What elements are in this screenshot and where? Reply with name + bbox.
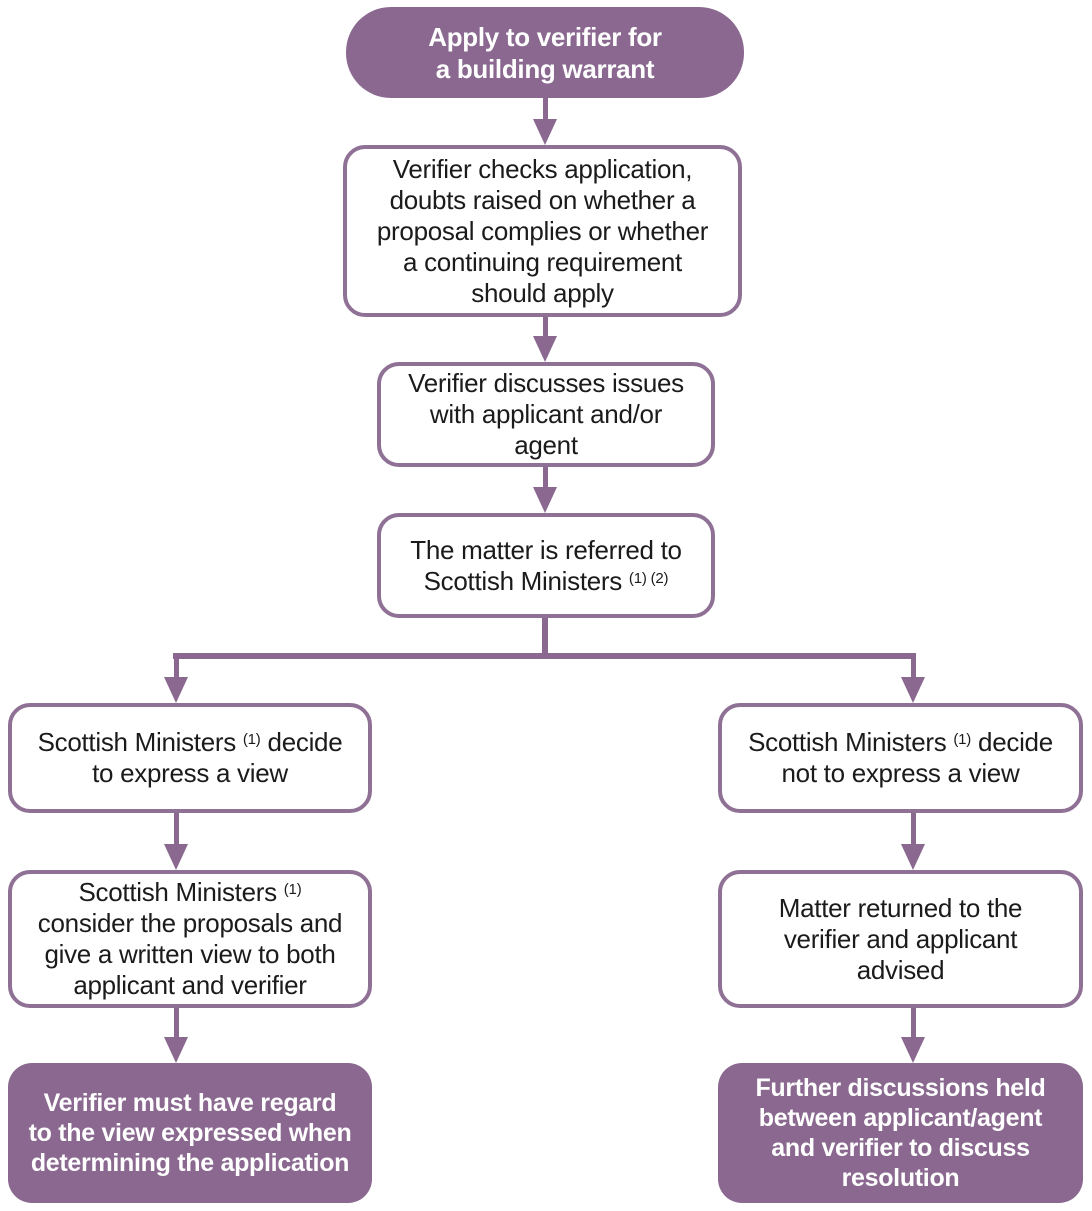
node-text-main: The matter is referred to Scottish Minis… [410,534,682,596]
arrow-head [164,1037,188,1063]
arrow-down-icon [901,813,925,870]
node-text: Verifier discusses issues with applicant… [408,368,684,460]
arrow-down-icon [164,653,188,703]
footnote-marker: (1) [242,731,261,748]
node-text: Verifier checks application, doubts rais… [376,153,709,308]
node-ministers-decide-express-view: Scottish Ministers (1) decide to express… [8,703,372,813]
node-text-main: decide to express a view [92,727,343,788]
footnote-marker: (1) (2) [628,569,669,587]
arrow-head [901,677,925,703]
node-text: Scottish Ministers (1) decide to express… [38,727,343,789]
arrow-shaft [910,813,916,844]
arrow-shaft [173,813,179,844]
node-verifier-checks-application: Verifier checks application, doubts rais… [343,145,742,317]
node-verifier-must-have-regard: Verifier must have regard to the view ex… [8,1063,372,1203]
node-text: Scottish Ministers (1) consider the prop… [37,877,343,1001]
arrow-down-icon [901,1008,925,1063]
node-text: Matter returned to the verifier and appl… [778,892,1023,985]
arrow-shaft [173,1008,179,1037]
node-matter-referred-ministers: The matter is referred to Scottish Minis… [377,513,715,618]
arrow-shaft [173,653,179,677]
node-text: Further discussions held between applica… [755,1074,1046,1192]
arrow-down-icon [164,1008,188,1063]
node-text: Verifier must have regard to the view ex… [28,1089,352,1177]
arrow-head [901,844,925,870]
node-ministers-consider-proposals: Scottish Ministers (1) consider the prop… [8,870,372,1008]
node-text: Apply to verifier for a building warrant [428,21,662,84]
arrow-down-icon [533,317,557,362]
arrow-head [533,487,557,513]
node-text-main: consider the proposals and give a writte… [37,908,343,1000]
arrow-down-icon [533,98,557,145]
node-ministers-decide-not-express: Scottish Ministers (1) decide not to exp… [718,703,1083,813]
arrow-down-icon [164,813,188,870]
node-apply-building-warrant: Apply to verifier for a building warrant [346,7,744,98]
node-text: Scottish Ministers (1) decide not to exp… [748,727,1053,789]
branch-connector-bar [173,653,916,659]
arrow-head [164,677,188,703]
node-further-discussions-held: Further discussions held between applica… [718,1063,1083,1203]
arrow-shaft [910,653,916,677]
footnote-marker: (1) [283,881,302,898]
arrow-down-icon [533,467,557,513]
arrow-shaft [542,467,548,487]
arrow-head [533,119,557,145]
arrow-shaft [910,1008,916,1037]
branch-connector-stub [542,618,548,655]
arrow-down-icon [901,653,925,703]
node-text-main: Scottish Ministers [37,727,237,757]
arrow-head [533,336,557,362]
arrow-shaft [542,98,548,119]
node-text-main: Scottish Ministers [78,877,278,907]
node-text: The matter is referred to Scottish Minis… [410,534,682,597]
node-matter-returned-verifier: Matter returned to the verifier and appl… [718,870,1083,1008]
footnote-marker: (1) [953,731,972,748]
node-verifier-discusses-issues: Verifier discusses issues with applicant… [377,362,715,467]
arrow-shaft [542,317,548,336]
arrow-head [901,1037,925,1063]
arrow-head [164,844,188,870]
node-text-main: Scottish Ministers [748,727,947,757]
node-text-main: decide not to express a view [781,727,1054,788]
